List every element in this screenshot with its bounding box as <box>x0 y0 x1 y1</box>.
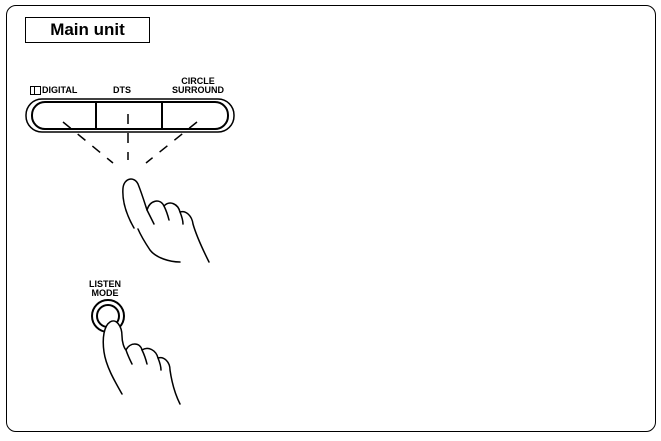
pressing-hand-icon <box>123 179 209 262</box>
digital-button[interactable] <box>33 103 95 128</box>
pressing-hand-icon <box>103 321 180 404</box>
dts-button[interactable] <box>97 103 161 128</box>
